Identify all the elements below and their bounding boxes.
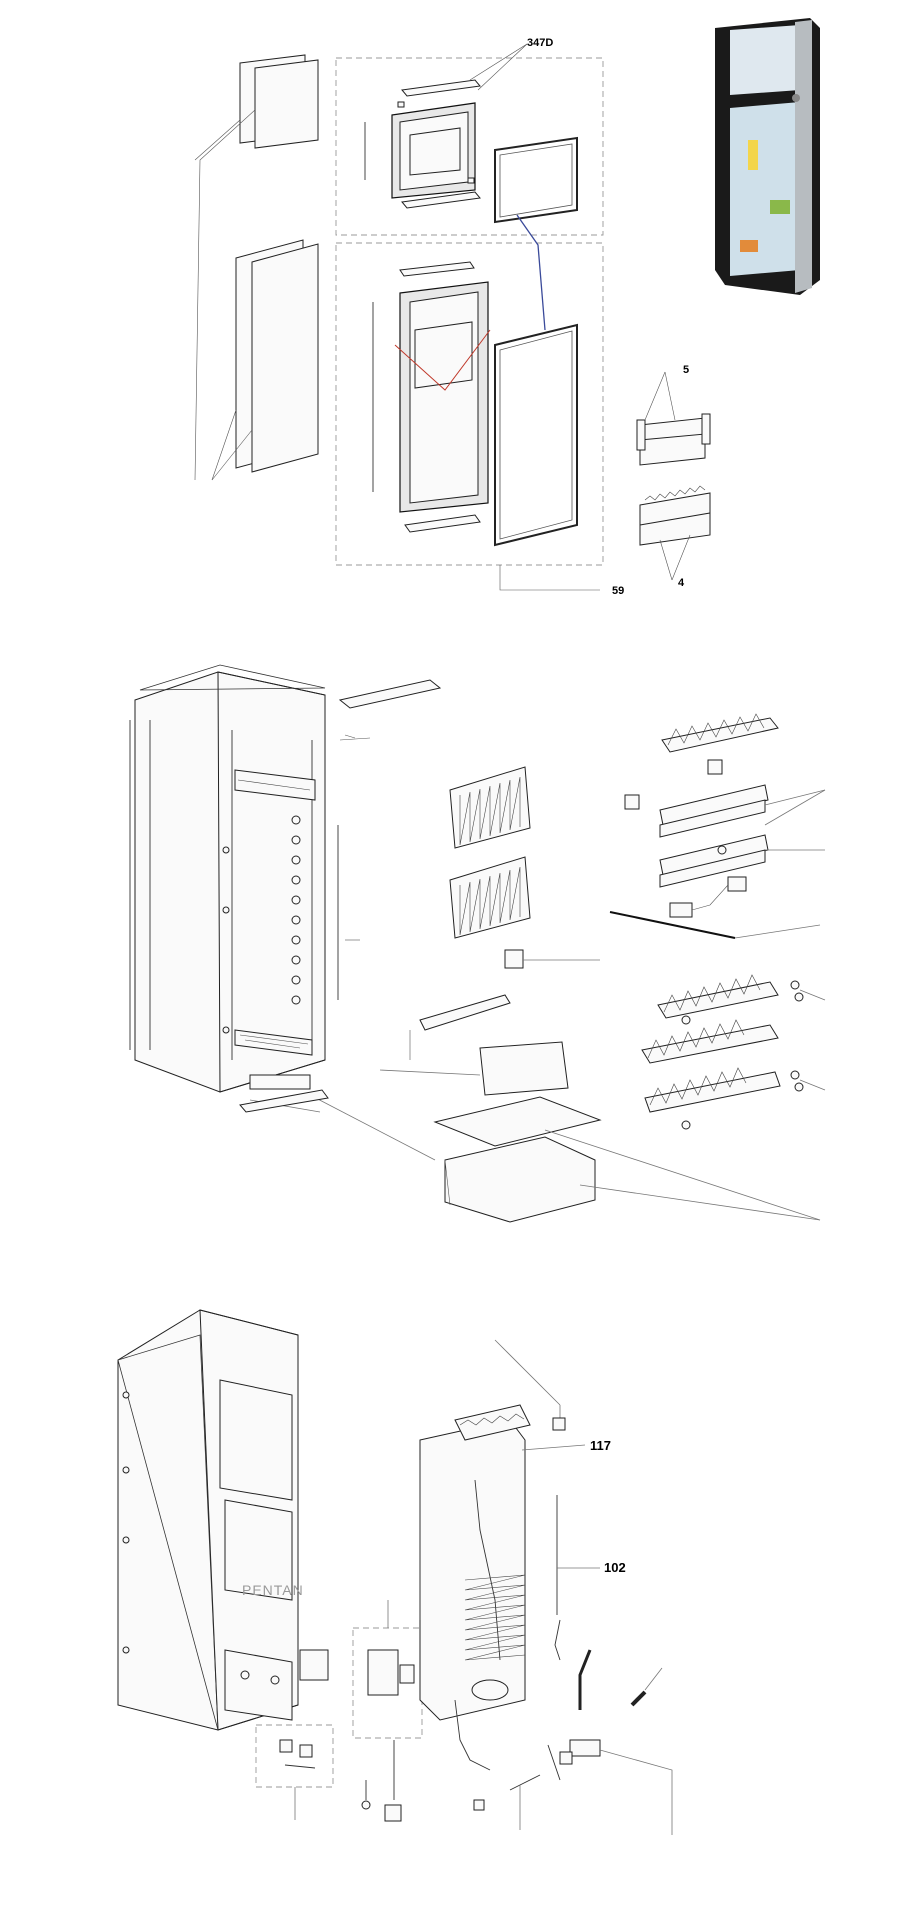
crisper-cover-glass: [379, 1041, 569, 1096]
fridge-door-gasket: [494, 323, 578, 547]
crisper-drawer: [433, 1096, 602, 1223]
drip-tray: [409, 994, 511, 1060]
freezer-door-gasket: [494, 136, 578, 224]
callout-5: 5: [683, 364, 689, 376]
callout-102: 102: [604, 1560, 626, 1575]
cabinet-section: [129, 664, 826, 1223]
refrigerator-photo-icon: [715, 18, 820, 295]
freezer-door-group-box: [335, 57, 604, 236]
wire-shelf-middle-1: [657, 974, 779, 1019]
callout-347d: 347D: [527, 37, 553, 49]
callout-4: 4: [678, 577, 685, 589]
evaporator-plate-upper: [449, 766, 531, 849]
lighting-unit-upper: [624, 759, 769, 838]
decor-panel-fridge: [211, 239, 319, 481]
pentan-logo: PENTAN: [242, 1582, 304, 1598]
gas-valve-parts: [367, 1649, 415, 1696]
wire-shelf-top: [661, 713, 779, 753]
clip-bracket: [504, 949, 600, 969]
burner-kit-parts: [279, 1739, 316, 1769]
door-section: 347D 59: [194, 18, 820, 597]
decor-panel-freezer: [194, 54, 319, 481]
cooling-section: PENTAN: [117, 1309, 673, 1835]
burner-kit-box: [255, 1724, 334, 1788]
door-bins-bottom: [639, 485, 711, 546]
wire-shelf-middle-2: [641, 1019, 779, 1064]
callout-59: 59: [612, 585, 624, 597]
cabinet-body-front: [129, 664, 326, 1093]
wire-shelf-bottom: [644, 1067, 781, 1113]
fridge-door-assembly: [372, 261, 491, 533]
fridge-door-group-box: [335, 242, 604, 566]
cabinet-body-rear: PENTAN: [117, 1309, 304, 1731]
freezer-door-assembly: [364, 79, 481, 209]
door-bins-top: [636, 413, 711, 466]
evaporator-plate-lower: [449, 856, 531, 939]
cooling-unit: [419, 1404, 531, 1771]
control-module: [669, 876, 747, 918]
callout-117: 117: [590, 1438, 611, 1453]
thermostat-component: [559, 1739, 601, 1765]
cabinet-top-bracket: [338, 679, 442, 741]
lighting-unit-lower: [659, 834, 769, 888]
